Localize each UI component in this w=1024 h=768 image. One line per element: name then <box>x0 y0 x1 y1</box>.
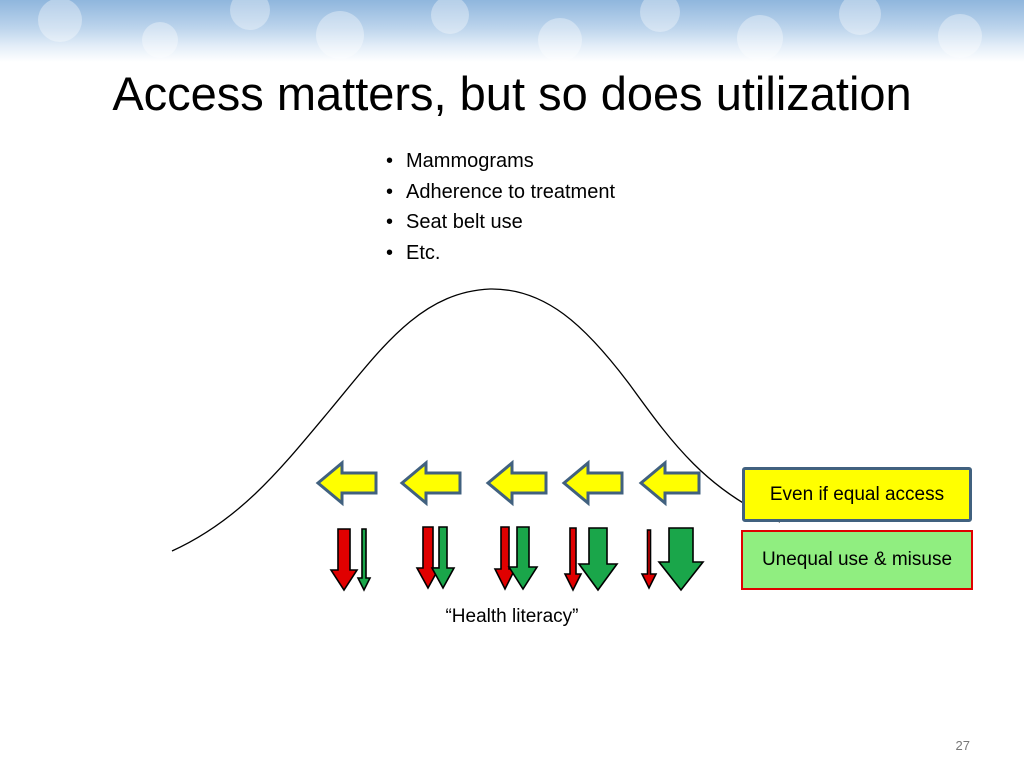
bullet-label: Mammograms <box>406 150 534 172</box>
down-arrow-red-icon <box>563 527 583 592</box>
bullet-list: •Mammograms •Adherence to treatment •Sea… <box>384 146 615 268</box>
unequal-use-box: Unequal use & misuse <box>741 530 973 590</box>
page-number: 27 <box>955 738 970 753</box>
down-arrow-green-icon <box>577 527 619 592</box>
down-arrow-green-icon <box>507 526 539 591</box>
left-arrow-icon <box>561 459 624 507</box>
down-arrow-green-icon <box>657 527 705 592</box>
down-arrow-green-icon <box>356 528 372 592</box>
down-arrow-red-icon <box>415 526 441 590</box>
unequal-use-label: Unequal use & misuse <box>761 549 953 570</box>
bullet-item: •Etc. <box>386 241 441 264</box>
left-arrow-icon <box>638 459 701 507</box>
down-arrow-red-icon <box>493 526 517 591</box>
bullet-label: Etc. <box>406 241 441 264</box>
bullet-item: •Seat belt use <box>386 211 523 233</box>
bullet-item: •Mammograms <box>386 150 534 172</box>
left-arrow-icon <box>485 459 548 507</box>
down-arrow-red-icon <box>329 528 359 592</box>
bell-curve <box>171 288 781 552</box>
health-literacy-caption: “Health literacy” <box>445 606 579 627</box>
down-arrow-green-icon <box>430 526 456 590</box>
down-arrow-red-icon <box>640 529 658 590</box>
equal-access-label: Even if equal access <box>769 483 945 505</box>
equal-access-box: Even if equal access <box>742 467 972 522</box>
leaf-pattern-decoration <box>38 0 982 62</box>
left-arrow-icon <box>399 459 462 507</box>
arrows-group <box>315 459 705 592</box>
slide-title: Access matters, but so does utilization <box>112 67 912 120</box>
bullet-label: Adherence to treatment <box>406 180 616 203</box>
left-arrow-icon <box>315 459 378 507</box>
bullet-item: •Adherence to treatment <box>386 180 616 203</box>
bullet-label: Seat belt use <box>406 211 523 233</box>
header-banner <box>0 0 1024 62</box>
